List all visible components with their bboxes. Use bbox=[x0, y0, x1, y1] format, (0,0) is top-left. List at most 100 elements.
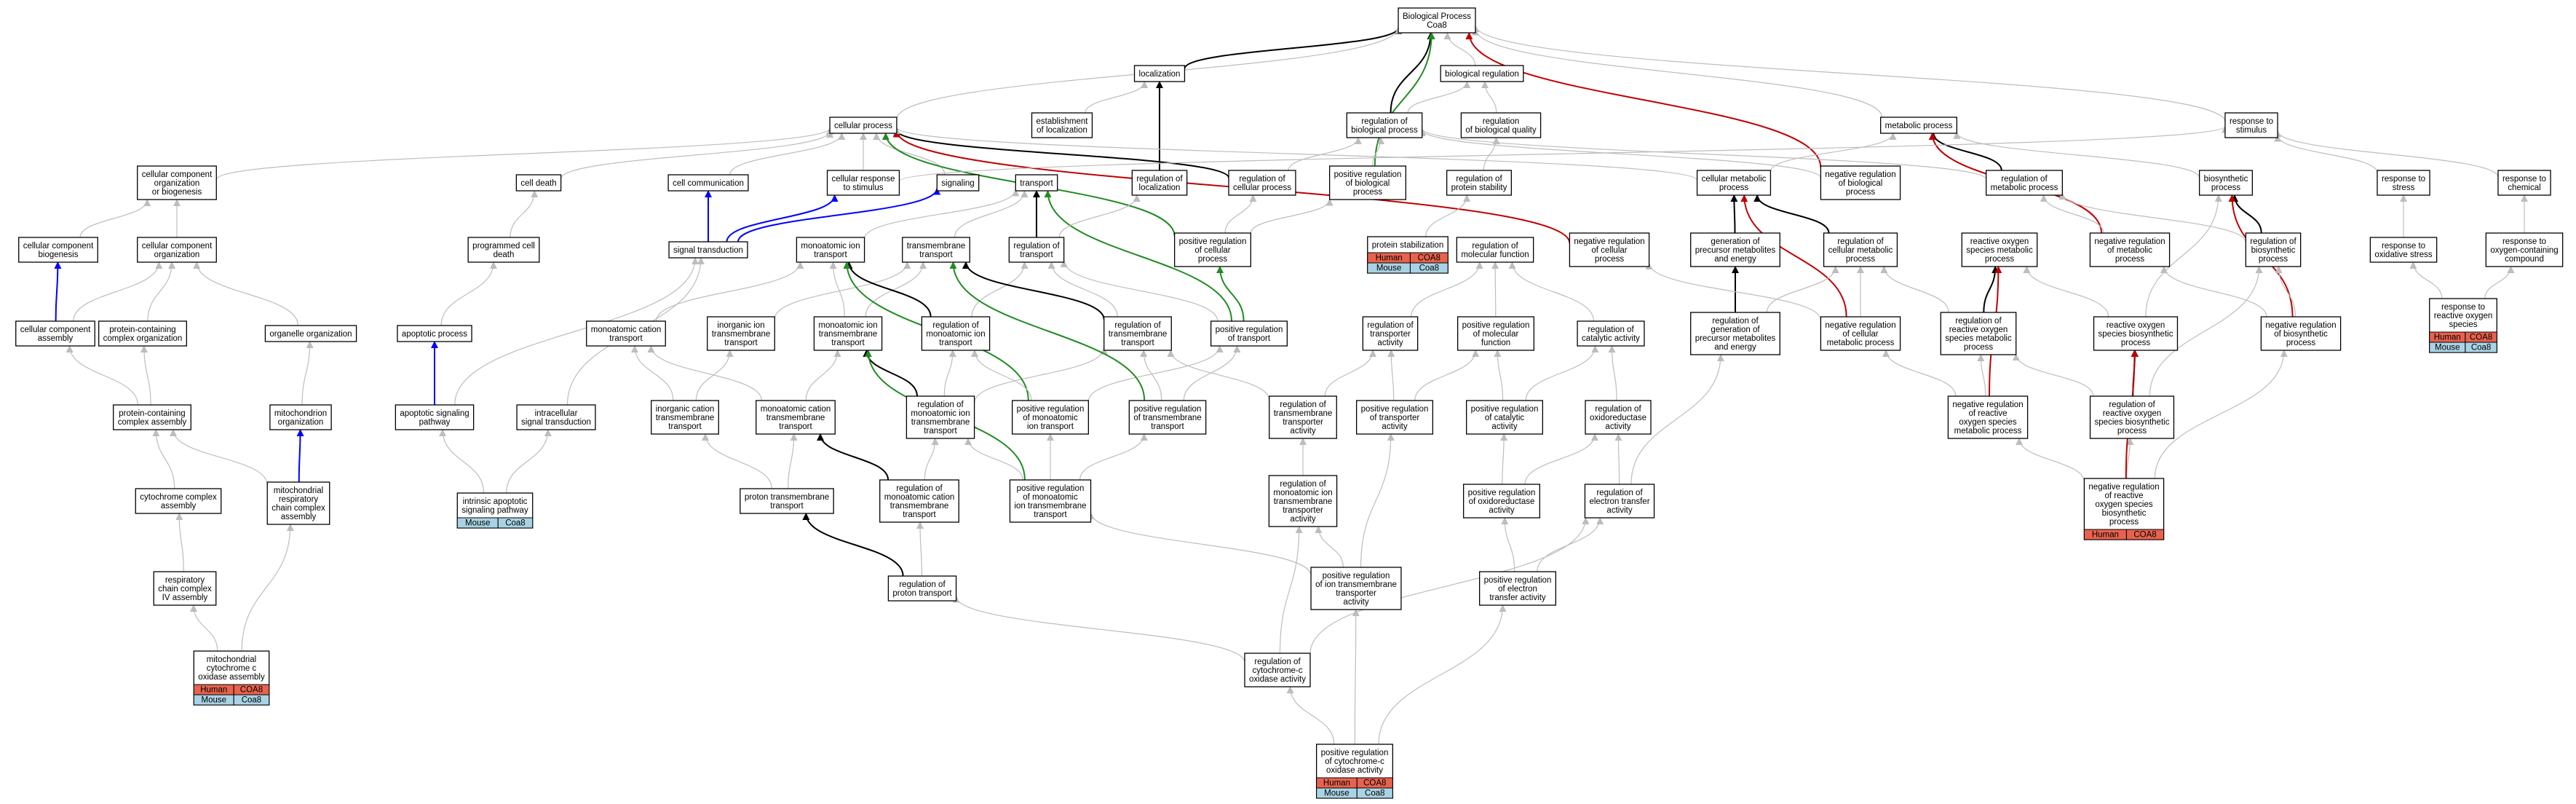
node-box bbox=[1457, 316, 1535, 351]
node-label-line: pathway bbox=[419, 418, 451, 427]
node-label-line: precursor metabolites bbox=[1695, 334, 1776, 343]
edge-mito-cyt-c-oxidase-assembly-to-mito-resp-chain-assembly bbox=[241, 524, 294, 652]
node-box bbox=[921, 316, 991, 351]
node-label-line: monoatomic ion bbox=[911, 409, 970, 418]
node-label-line: chain complex bbox=[158, 585, 212, 594]
node-box bbox=[515, 174, 562, 192]
node-label-line: positive regulation bbox=[1462, 321, 1530, 330]
node-label-line: reactive oxygen bbox=[1970, 237, 2029, 246]
node-label-line: inorganic ion bbox=[717, 321, 764, 330]
node-label-line: monoatomic cation bbox=[761, 405, 831, 414]
edge-reg-tm-transporter-activity-to-reg-transporter-activity bbox=[1324, 350, 1376, 397]
node-label-line: of biological quality bbox=[1465, 126, 1536, 135]
node-box bbox=[1696, 170, 1772, 196]
node-label-line: of cellular bbox=[1194, 246, 1230, 255]
node-label-line: process bbox=[1353, 188, 1383, 197]
species-label: Mouse bbox=[2435, 344, 2460, 352]
edge-neg-reg-ros-biosynthetic-to-neg-reg-ros-metabolic bbox=[2016, 438, 2085, 483]
node-label-line: to stimulus bbox=[844, 184, 884, 192]
node-label-line: of oxidoreductase bbox=[1469, 497, 1535, 506]
edge-reg-protein-stability-to-reg-biological-quality bbox=[1483, 137, 1500, 171]
node-box bbox=[1820, 165, 1901, 200]
node-box bbox=[1465, 400, 1544, 435]
node-label-line: regulation of bbox=[1588, 326, 1634, 334]
node-label-line: monoatomic cation bbox=[591, 326, 662, 334]
node-label-line: regulation of bbox=[1254, 658, 1301, 666]
node-label-line: transport bbox=[814, 251, 847, 259]
edge-reg-cyt-c-oxidase-to-reg-monoatomic-ion-tm-transporter bbox=[1279, 526, 1303, 654]
gene-cell bbox=[2125, 529, 2165, 540]
species-label: Human bbox=[2434, 334, 2461, 342]
node-box bbox=[586, 320, 666, 347]
node-label-line: process bbox=[2115, 255, 2145, 264]
node-label-line: process bbox=[2117, 427, 2147, 436]
node-box bbox=[467, 237, 540, 263]
edge-response-ros-to-response-oxygen-compound bbox=[2484, 266, 2515, 299]
node-label-line: regulation of bbox=[1114, 321, 1161, 330]
edge-ros-biosynthetic-to-biosynthetic-process bbox=[2145, 194, 2222, 318]
node-label-line: transport bbox=[779, 422, 812, 431]
node-label-line: process bbox=[1846, 188, 1876, 197]
node-label-line: regulation bbox=[1483, 117, 1520, 126]
node-label-line: respiratory bbox=[279, 495, 319, 504]
node-label-line: activity bbox=[1605, 422, 1630, 431]
edge-apoptotic-process-to-programmed-cell-death bbox=[440, 261, 497, 326]
node-label-line: signaling pathway bbox=[461, 506, 528, 515]
node-label-line: assembly bbox=[38, 334, 74, 343]
node-label-line: of reactive bbox=[1968, 409, 2007, 418]
node-box bbox=[1880, 117, 1957, 134]
node-label-line: cellular process bbox=[834, 122, 892, 130]
species-label: Mouse bbox=[1376, 264, 1402, 273]
node-label-line: and energy bbox=[1714, 255, 1756, 264]
node-box bbox=[1456, 237, 1534, 263]
node-label-line: ion transmembrane bbox=[1014, 502, 1086, 511]
node-box bbox=[1961, 232, 2038, 267]
node-label-line: of biosynthetic bbox=[2274, 330, 2328, 339]
node-label-line: intrinsic apoptotic bbox=[463, 497, 528, 506]
node-box bbox=[113, 404, 191, 430]
edge-cellular-response-stimulus-to-response-stimulus bbox=[898, 125, 2229, 182]
node-box bbox=[905, 395, 975, 439]
node-label-line: negative regulation bbox=[2094, 237, 2165, 246]
node-label-line: organization bbox=[154, 251, 200, 259]
node-box bbox=[1986, 170, 2063, 196]
node-label-line: of cellular bbox=[1842, 330, 1878, 339]
node-label-line: positive regulation bbox=[1323, 572, 1390, 580]
edge-reg-monoatomic-ion-tm-to-reg-tm-transport bbox=[973, 347, 1108, 403]
node-label-line: apoptotic process bbox=[402, 330, 467, 339]
node-label-line: of transmembrane bbox=[1133, 414, 1201, 422]
node-box bbox=[2377, 170, 2430, 196]
node-box bbox=[2089, 232, 2171, 267]
edge-intrinsic-apoptotic-to-apoptotic-signaling bbox=[439, 429, 485, 494]
node-label-line: of cytochrome-c bbox=[1325, 757, 1384, 766]
edge-mitochondrion-org-to-organelle-org bbox=[301, 341, 314, 406]
edge-reg-metabolic-process-to-metabolic-process bbox=[1930, 133, 2002, 171]
node-box bbox=[1268, 475, 1338, 527]
species-label: Mouse bbox=[465, 519, 491, 528]
node-label-line: monoatomic cation bbox=[884, 493, 955, 502]
node-label-line: transport bbox=[924, 427, 957, 436]
edge-pos-reg-ion-tm-transporter-to-reg-monoatomic-ion-tm-transporter bbox=[1315, 526, 1344, 568]
edge-pos-reg-transport-to-reg-transport bbox=[1060, 259, 1218, 322]
node-label-line: stimulus bbox=[2236, 126, 2267, 135]
edge-biosynthetic-process-to-metabolic-process bbox=[1953, 131, 2200, 178]
node-box bbox=[879, 479, 959, 523]
node-label-line: oxidase activity bbox=[1249, 675, 1306, 684]
